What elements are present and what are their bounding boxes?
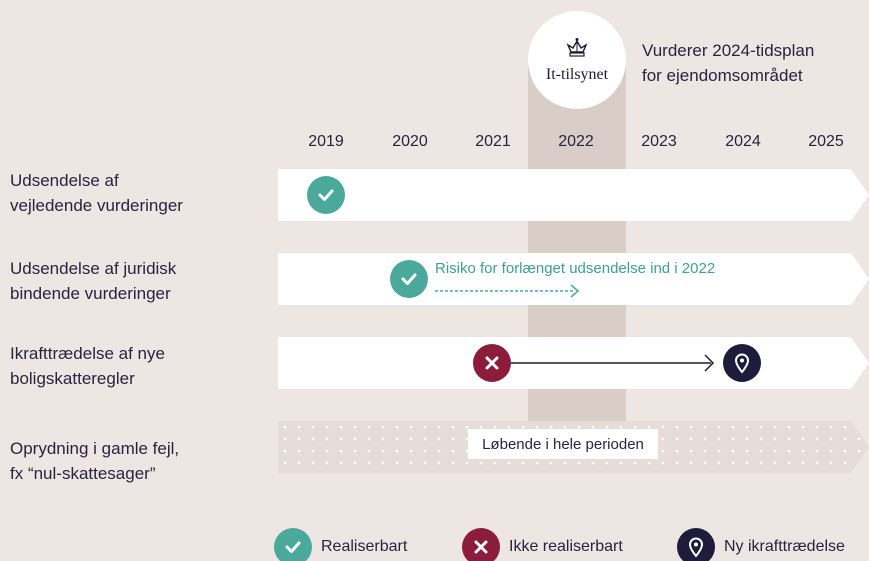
check-icon	[274, 528, 312, 561]
location-pin-icon	[677, 528, 715, 561]
logo-text: It-tilsynet	[545, 65, 609, 83]
dashed-arrow	[435, 284, 580, 298]
crown-icon	[565, 37, 589, 64]
legend-item: Realiserbart	[274, 528, 407, 561]
risk-note: Risiko for forlænget udsendelse ind i 20…	[435, 260, 716, 277]
row-label: Ikrafttrædelse af nye boligskatteregler	[10, 344, 165, 388]
legend-label: Ny ikrafttrædelse	[724, 538, 845, 555]
header-note: Vurderer 2024-tidsplan for ejendomsområd…	[642, 38, 814, 88]
check-icon	[390, 260, 428, 298]
row-label: Oprydning i gamle fejl, fx “nul-skattesa…	[10, 439, 180, 483]
header-note-line-1: Vurderer 2024-tidsplan	[642, 41, 815, 60]
legend-item: Ny ikrafttrædelse	[677, 528, 845, 561]
legend-item: Ikke realiserbart	[462, 528, 623, 561]
row-label: Udsendelse af vejledende vurderinger	[10, 171, 183, 215]
year-label: 2023	[641, 133, 677, 150]
header-note-line-2: for ejendomsområdet	[642, 66, 803, 85]
year-label: 2025	[808, 133, 844, 150]
cross-icon	[473, 344, 511, 382]
timeline-bar	[278, 253, 869, 305]
cross-icon	[462, 528, 500, 561]
check-icon	[307, 176, 345, 214]
logo: It-tilsynet	[528, 11, 626, 109]
location-pin-icon	[723, 344, 761, 382]
year-label: 2020	[392, 133, 428, 150]
year-label: 2021	[475, 133, 511, 150]
year-label: 2022	[558, 133, 594, 150]
year-label: 2024	[725, 133, 761, 150]
arrow	[511, 354, 715, 372]
legend-label: Realiserbart	[321, 538, 408, 555]
year-label: 2019	[308, 133, 344, 150]
timeline-bar	[278, 169, 869, 221]
ongoing-note: Løbende i hele perioden	[468, 429, 658, 459]
row-label: Udsendelse af juridisk bindende vurderin…	[10, 259, 177, 303]
legend-label: Ikke realiserbart	[509, 538, 623, 555]
